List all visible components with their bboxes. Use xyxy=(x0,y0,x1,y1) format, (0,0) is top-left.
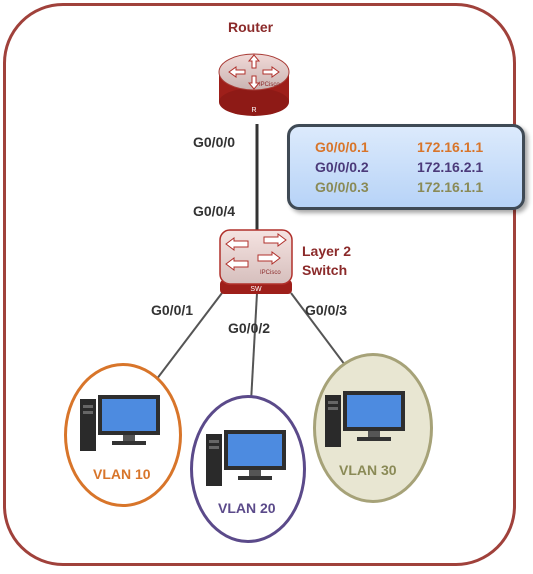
vlan20-label: VLAN 20 xyxy=(218,500,276,516)
switch-title-line2: Switch xyxy=(302,262,348,278)
switch-vlan10-link xyxy=(149,292,223,389)
topology-frame xyxy=(3,3,516,566)
switch-logo-text: IPCisco xyxy=(260,270,281,276)
switch-badge: SW xyxy=(250,286,262,293)
port1-label: G0/0/1 xyxy=(151,302,194,318)
router-title: Router xyxy=(228,19,274,35)
pc-vlan10-icon[interactable] xyxy=(78,393,164,453)
router-port-label: G0/0/0 xyxy=(193,134,236,150)
port2-label: G0/0/2 xyxy=(228,320,271,336)
subinterface-ip: 172.16.1.1 xyxy=(417,139,484,155)
subinterface-ip: 172.16.2.1 xyxy=(417,159,484,175)
switch-icon[interactable]: IPCisco SW xyxy=(218,228,294,298)
subinterface-name: G0/0/0.1 xyxy=(315,139,369,155)
subinterface-table: G0/0/0.1 172.16.1.1 G0/0/0.2 172.16.2.1 … xyxy=(287,124,525,210)
subinterface-name: G0/0/0.2 xyxy=(315,159,369,175)
switch-uplink-label: G0/0/4 xyxy=(193,203,236,219)
router-icon[interactable]: IPCisco R xyxy=(217,50,291,120)
vlan10-label: VLAN 10 xyxy=(93,466,151,482)
router-badge: R xyxy=(251,107,256,114)
switch-title-line1: Layer 2 xyxy=(302,243,352,259)
pc-vlan20-icon[interactable] xyxy=(204,428,290,488)
subinterface-ip: 172.16.1.1 xyxy=(417,179,484,195)
router-logo-text: IPCisco xyxy=(259,82,280,88)
vlan30-label: VLAN 30 xyxy=(339,462,397,478)
subinterface-name: G0/0/0.3 xyxy=(315,179,369,195)
port3-label: G0/0/3 xyxy=(305,302,348,318)
pc-vlan30-icon[interactable] xyxy=(323,389,409,449)
